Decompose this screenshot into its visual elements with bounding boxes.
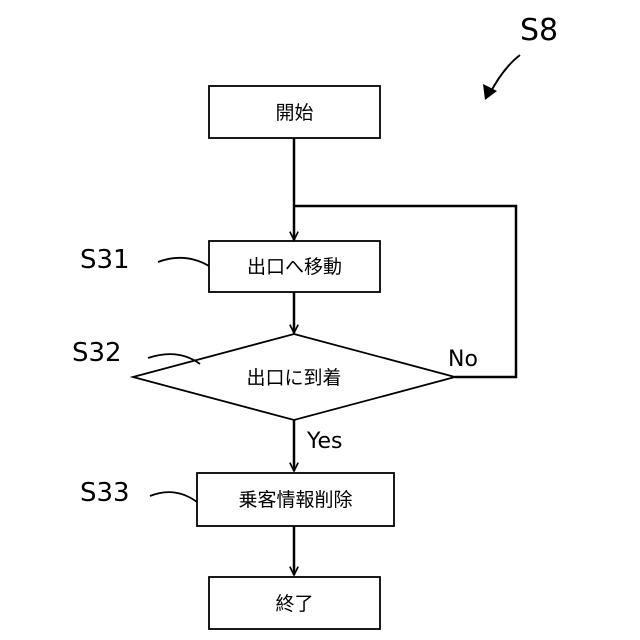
delete-passenger-info-node-label: 乗客情報削除 (238, 489, 352, 511)
end-node-label: 終了 (275, 593, 313, 615)
step-label-s31: S31 (80, 245, 130, 275)
arrived-at-exit-decision-label: 出口に到着 (246, 367, 341, 389)
leader-s31 (158, 258, 209, 266)
branch-no-label: No (448, 347, 478, 372)
step-label-s33: S33 (80, 478, 130, 508)
leader-s33 (150, 492, 197, 502)
branch-yes-label: Yes (306, 429, 343, 454)
figure-pointer-arrow (489, 55, 520, 95)
move-to-exit-node-label: 出口へ移動 (247, 256, 342, 278)
start-node-label: 開始 (275, 102, 313, 124)
step-label-s32: S32 (72, 338, 122, 368)
figure-label: S8 (520, 13, 558, 48)
